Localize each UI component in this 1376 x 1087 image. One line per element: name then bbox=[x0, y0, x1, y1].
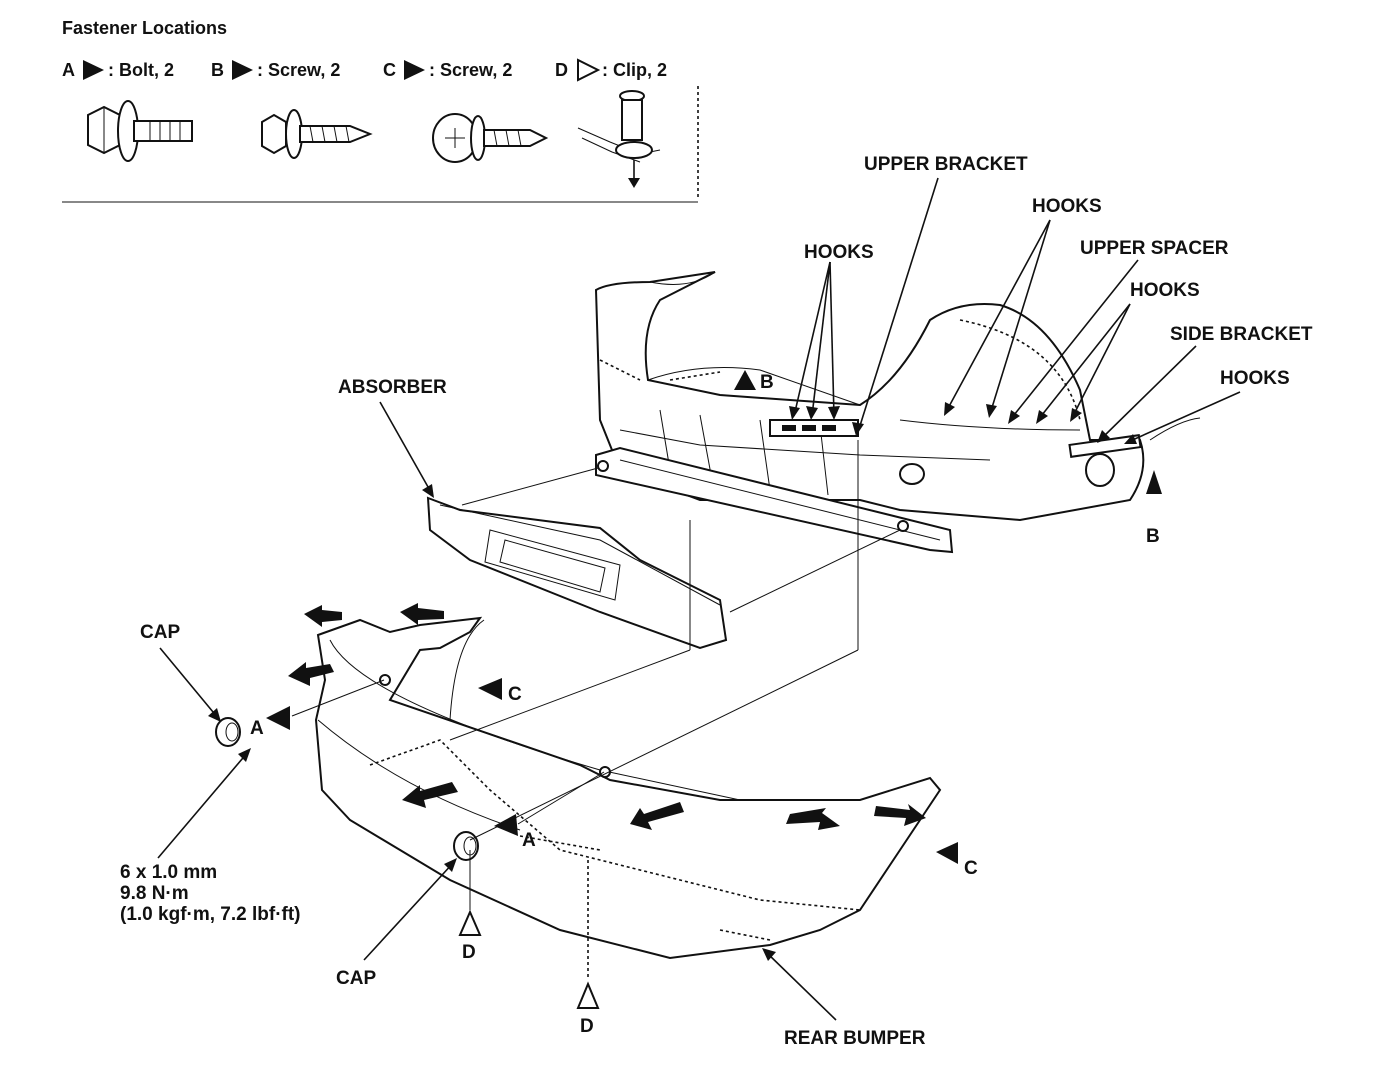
svg-text:: Clip, 2: : Clip, 2 bbox=[602, 60, 667, 80]
pointer-a-left bbox=[266, 706, 290, 730]
hollow-triangle-icon bbox=[577, 58, 601, 82]
fastener-legend-c: C : Screw, 2 bbox=[383, 60, 512, 80]
arrow-icon bbox=[402, 782, 458, 808]
label-c-right: C bbox=[964, 858, 978, 879]
label-hooks-2: HOOKS bbox=[804, 242, 874, 263]
filled-triangle-icon bbox=[404, 60, 425, 80]
label-cap-lower: CAP bbox=[336, 968, 376, 989]
torque-imperial: (1.0 kgf·m, 7.2 lbf·ft) bbox=[120, 904, 301, 925]
svg-text:A: A bbox=[62, 60, 75, 80]
label-a-lower: A bbox=[522, 830, 536, 851]
leader-lines bbox=[157, 177, 1241, 1021]
label-absorber: ABSORBER bbox=[338, 377, 447, 398]
label-cap-left: CAP bbox=[140, 622, 180, 643]
vehicle-rear-body bbox=[594, 271, 1145, 522]
cap-lower bbox=[453, 831, 479, 861]
svg-text:: Screw, 2: : Screw, 2 bbox=[257, 60, 340, 80]
screw-c-icon bbox=[432, 113, 549, 163]
arrow-icon bbox=[288, 662, 334, 686]
arrow-icon bbox=[874, 804, 926, 826]
bolt-icon bbox=[87, 100, 193, 162]
label-b-upper: B bbox=[760, 372, 774, 393]
pointer-c-right bbox=[936, 842, 958, 864]
fastener-legend-b: B : Screw, 2 bbox=[211, 60, 340, 80]
clip-icon bbox=[577, 90, 661, 188]
fastener-locations-title: Fastener Locations bbox=[62, 18, 227, 38]
svg-text:: Bolt, 2: : Bolt, 2 bbox=[108, 60, 174, 80]
arrow-icon bbox=[630, 802, 684, 830]
cap-left bbox=[215, 717, 241, 747]
rear-beam bbox=[595, 446, 954, 554]
fastener-legend-d: D : Clip, 2 bbox=[555, 58, 667, 82]
pointer-b-side bbox=[1146, 470, 1162, 494]
torque-size: 6 x 1.0 mm bbox=[120, 862, 217, 883]
label-a-left: A bbox=[250, 718, 264, 739]
label-hooks-1: HOOKS bbox=[1032, 196, 1102, 217]
label-c-left: C bbox=[508, 684, 522, 705]
pointer-c-left bbox=[478, 678, 502, 700]
pointer-d-left bbox=[458, 909, 482, 936]
label-hooks-4: HOOKS bbox=[1220, 368, 1290, 389]
label-side-bracket: SIDE BRACKET bbox=[1170, 324, 1313, 345]
label-upper-bracket: UPPER BRACKET bbox=[864, 154, 1028, 175]
filled-triangle-icon bbox=[83, 60, 104, 80]
fastener-legend-a: A : Bolt, 2 bbox=[62, 60, 174, 80]
torque-nm: 9.8 N·m bbox=[120, 883, 189, 904]
svg-text:C: C bbox=[383, 60, 396, 80]
alignment-lines bbox=[291, 417, 1201, 980]
absorber bbox=[426, 496, 728, 650]
pointer-d-right bbox=[576, 981, 600, 1009]
label-d-right: D bbox=[580, 1016, 594, 1037]
label-d-left: D bbox=[462, 942, 476, 963]
label-hooks-3: HOOKS bbox=[1130, 280, 1200, 301]
svg-text:D: D bbox=[555, 60, 568, 80]
screw-b-icon bbox=[261, 109, 373, 159]
upper-bracket bbox=[769, 419, 859, 437]
filled-triangle-icon bbox=[232, 60, 253, 80]
label-rear-bumper: REAR BUMPER bbox=[784, 1028, 926, 1049]
label-b-side: B bbox=[1146, 526, 1160, 547]
arrow-icon bbox=[304, 605, 342, 627]
label-upper-spacer: UPPER SPACER bbox=[1080, 238, 1229, 259]
svg-text:: Screw, 2: : Screw, 2 bbox=[429, 60, 512, 80]
rear-bumper bbox=[314, 616, 942, 960]
arrow-icon bbox=[786, 808, 840, 830]
pointer-b-upper bbox=[734, 370, 756, 390]
svg-text:B: B bbox=[211, 60, 224, 80]
arrow-icon bbox=[400, 603, 444, 625]
removal-arrows bbox=[288, 603, 926, 830]
